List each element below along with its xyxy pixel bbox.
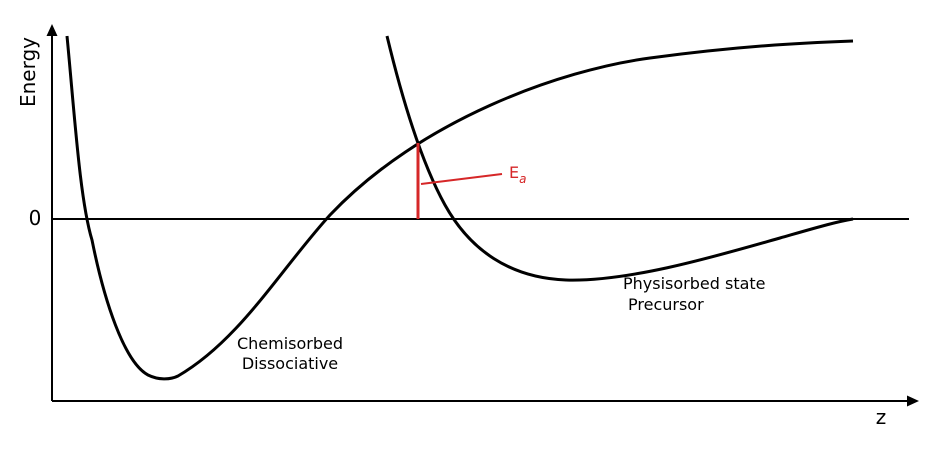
zero-tick-label: 0 xyxy=(29,206,42,230)
activation-energy-leader xyxy=(420,173,503,185)
x-axis-arrow xyxy=(907,395,919,407)
y-axis-arrow xyxy=(46,24,58,36)
physisorbed-label-line1: Physisorbed state xyxy=(623,274,766,293)
activation-energy-subscript: a xyxy=(519,172,526,186)
physisorbed-curve xyxy=(385,35,854,282)
activation-energy-label: Ea xyxy=(509,163,526,186)
y-axis-label: Energy xyxy=(16,37,40,107)
x-axis-label: z xyxy=(876,405,887,429)
physisorbed-label-line2: Precursor xyxy=(628,295,704,314)
chemisorbed-curve xyxy=(65,35,854,381)
activation-energy-symbol: E xyxy=(509,163,519,182)
chemisorbed-label-line2: Dissociative xyxy=(242,354,338,373)
chemisorbed-label-line1: Chemisorbed xyxy=(237,334,343,353)
